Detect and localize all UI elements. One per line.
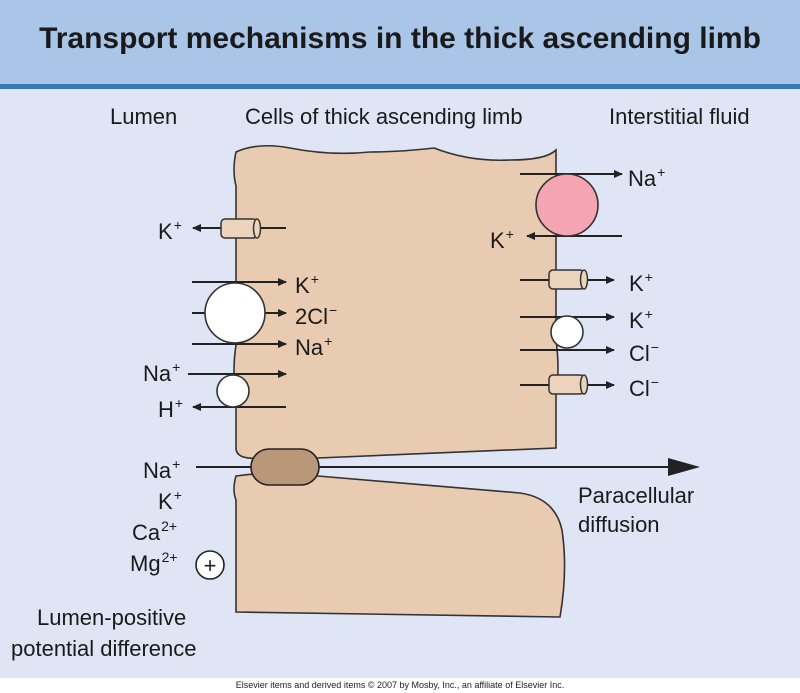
label-nkcc2-k: K+ (295, 271, 319, 298)
heading-interstitial: Interstitial fluid (609, 104, 750, 129)
heading-lumen: Lumen (110, 104, 178, 129)
label-pump-k: K+ (490, 226, 514, 253)
label-kcc-k: K+ (629, 306, 653, 333)
label-paracellular-k: K+ (158, 487, 182, 514)
label-paracellular-mg: Mg2+ (130, 549, 178, 576)
na-k-atpase (535, 173, 599, 237)
title-bar (0, 0, 800, 84)
label-k-luminal-channel: K+ (158, 217, 182, 244)
upper-cell (233, 144, 559, 460)
label-lumen-positive-line1: Lumen-positive (37, 605, 187, 630)
heading-cells: Cells of thick ascending limb (245, 104, 523, 129)
na-h-exchanger (216, 374, 250, 408)
paracellular-arrowhead (668, 458, 700, 476)
positive-charge-circle (195, 550, 225, 580)
label-kcc-cl: Cl− (629, 339, 659, 366)
cl-channel-end (579, 374, 589, 395)
k-channel-basolateral (548, 269, 585, 290)
label-k-basolateral-channel: K+ (629, 269, 653, 296)
copyright-footer: Elsevier items and derived items © 2007 … (235, 680, 565, 690)
label-lumen-positive-line2: potential difference (11, 636, 197, 661)
label-nkcc2-cl: 2Cl− (295, 302, 338, 329)
label-nkcc2-na: Na+ (295, 333, 333, 360)
label-pump-na: Na+ (628, 164, 666, 191)
label-nhe-h: H+ (158, 395, 184, 422)
tight-junction (250, 448, 320, 486)
label-cl-channel: Cl− (629, 374, 659, 401)
k-channel-luminal-end (252, 218, 262, 239)
cl-channel (548, 374, 585, 395)
label-paracellular-line1: Paracellular (578, 483, 695, 508)
lower-cell (233, 472, 566, 618)
k-channel-basolateral-end (579, 269, 589, 290)
title-underline (0, 84, 800, 89)
label-paracellular-line2: diffusion (578, 512, 660, 537)
label-paracellular-ca: Ca2+ (132, 518, 178, 545)
diagram-title: Transport mechanisms in the thick ascend… (39, 22, 761, 55)
label-paracellular-na: Na+ (143, 456, 181, 483)
kcl-cotransporter (550, 315, 584, 349)
nkcc2-cotransporter (204, 282, 266, 344)
k-channel-luminal (220, 218, 258, 239)
label-nhe-na: Na+ (143, 359, 181, 386)
positive-charge-sign: + (204, 553, 217, 578)
